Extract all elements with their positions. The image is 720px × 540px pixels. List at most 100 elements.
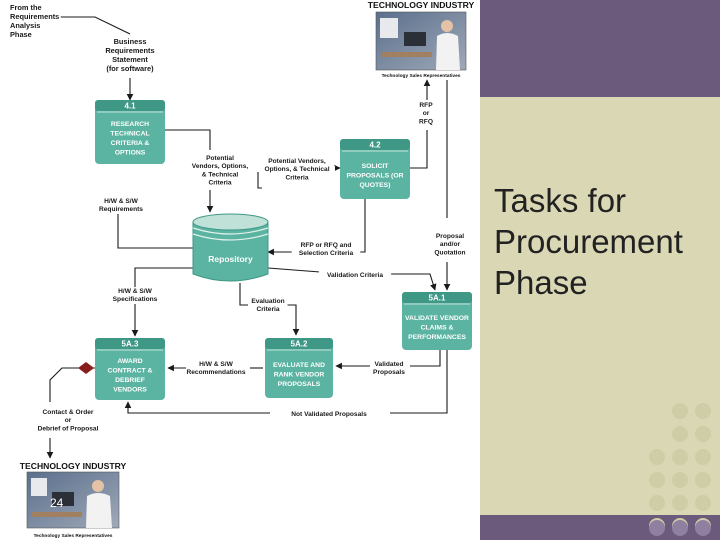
flow-label-line: Potential Vendors,	[268, 158, 326, 165]
flow-contact-a	[49, 367, 95, 402]
flow-label-line: Phase	[10, 30, 32, 39]
decor-dot	[649, 495, 665, 511]
flow-label-line: From the	[10, 3, 42, 12]
process-name-line: PERFORMANCES	[408, 334, 466, 341]
purple-panel-top	[480, 0, 720, 97]
process-name-line: CRITERIA &	[111, 140, 150, 147]
external-entity-bottom: TECHNOLOGY INDUSTRY 24 Technology Sales …	[20, 461, 127, 539]
flow-label-line: Selection Criteria	[299, 250, 354, 257]
flow-label-line: Potential	[206, 155, 234, 162]
decor-dot	[672, 495, 688, 511]
flow-notval-a	[390, 350, 448, 414]
flow-label-line: Not Validated Proposals	[291, 411, 367, 418]
flow-validated-a	[410, 350, 441, 367]
repository-store: Repository	[192, 213, 269, 282]
flow-label-line: RFP or RFQ and	[301, 242, 352, 249]
flow-label-line: Validated	[375, 361, 404, 368]
ext-bottom-caption: Technology Sales Representatives	[34, 533, 113, 539]
flow-label-line: Options, & Technical	[264, 166, 329, 173]
process-name-line: PROPOSALS	[278, 381, 321, 388]
process-name-line: CLAIMS &	[421, 324, 454, 331]
repository-label: Repository	[208, 254, 253, 264]
flow-label-potential-vendors-2: Potential Vendors,Options, & TechnicalCr…	[259, 157, 335, 182]
process-id: 5A.1	[429, 294, 446, 303]
decor-dot	[695, 472, 711, 488]
flow-42-up-a	[410, 130, 428, 169]
external-entity-top: TECHNOLOGY INDUSTRY Technology Sales Rep…	[368, 0, 475, 79]
flow-label-line: Criteria	[208, 180, 231, 187]
flow-label-line: Statement	[112, 55, 148, 64]
title-line-2: Procurement	[494, 223, 683, 260]
process-id: 4.1	[124, 102, 136, 111]
flow-label-line: Business	[114, 37, 147, 46]
flow-notval-b	[124, 401, 270, 414]
decor-dot	[649, 520, 665, 536]
process-name-line: RESEARCH	[111, 121, 149, 128]
decor-dot	[672, 520, 688, 536]
flow-label-line: H/W & S/W	[104, 198, 138, 205]
ext-bottom-name: TECHNOLOGY INDUSTRY	[20, 461, 127, 471]
title-line-3: Phase	[494, 264, 588, 301]
flow-label-line: Quotation	[434, 249, 465, 256]
decor-dot	[695, 520, 711, 536]
decor-dot	[695, 449, 711, 465]
process-id: 5A.2	[291, 340, 308, 349]
process-name-line: VENDORS	[113, 387, 147, 394]
decor-dot	[695, 403, 711, 419]
decor-dot	[695, 426, 711, 442]
flow-41-down	[165, 129, 211, 150]
flow-label-line: Specifications	[113, 296, 158, 303]
process-name-line: QUOTES)	[360, 182, 391, 189]
process-name-line: SOLICIT	[362, 163, 390, 170]
process-name-line: RANK VENDOR	[274, 371, 325, 378]
flow-eval-b	[285, 304, 300, 336]
flow-label-line: Recommendations	[187, 369, 246, 376]
flow-label-line: Requirements	[10, 12, 59, 21]
decor-dot	[672, 426, 688, 442]
flow-label-not-validated-proposals: Not Validated Proposals	[285, 410, 373, 419]
flow-label-line: RFP	[419, 102, 433, 109]
flow-label-line: Criteria	[256, 306, 279, 313]
flow-label-validation-criteria: Validation Criteria	[318, 271, 392, 280]
decor-dot	[672, 472, 688, 488]
flow-label-line: Debrief of Proposal	[38, 425, 99, 432]
flow-label-line: Requirements	[99, 206, 143, 213]
flow-spec-a	[134, 267, 193, 287]
flow-label-line: H/W & S/W	[118, 288, 152, 295]
flow-label-line: (for software)	[106, 64, 154, 73]
decor-dot	[649, 472, 665, 488]
process-name-line: EVALUATE AND	[273, 362, 325, 369]
process-name-line: AWARD	[117, 358, 142, 365]
decor-dot	[672, 403, 688, 419]
process-id: 4.2	[369, 141, 381, 150]
flow-label-line: Evaluation	[251, 298, 284, 305]
flow-label-line: Validation Criteria	[327, 272, 383, 279]
ext-top-name: TECHNOLOGY INDUSTRY	[368, 0, 475, 10]
process-name-line: CONTRACT &	[108, 368, 153, 375]
dot-pattern	[649, 403, 711, 536]
flow-label-line: Vendors, Options,	[192, 163, 249, 170]
decor-dot	[695, 495, 711, 511]
flow-valcrit-a	[267, 267, 321, 273]
flow-label-line: Criteria	[285, 174, 308, 181]
flow-valcrit-b	[390, 273, 437, 291]
flow-42-to-repo-a	[355, 199, 366, 253]
right-decoration	[477, 0, 720, 540]
process-name-line: OPTIONS	[115, 150, 146, 157]
title-line-1: Tasks for	[494, 182, 626, 219]
decision-diamond-icon	[78, 362, 94, 374]
